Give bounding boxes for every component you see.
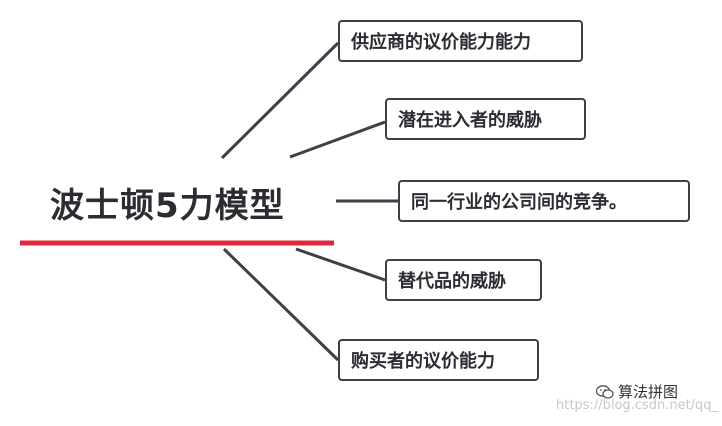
url-watermark: https://blog.csdn.net/qq_ (556, 398, 719, 413)
branch-buyer-bargaining-power: 购买者的议价能力 (338, 339, 539, 381)
wechat-icon (595, 385, 614, 399)
watermark-label: 算法拼图 (618, 383, 679, 401)
center-topic: 波士顿5力模型 (50, 186, 285, 226)
connector-buyers (222, 247, 340, 362)
connector-new-entrants (289, 120, 386, 159)
branch-supplier-bargaining-power: 供应商的议价能力能力 (338, 20, 583, 62)
branch-threat-of-substitutes: 替代品的威胁 (385, 259, 542, 301)
connector-substitutes (295, 247, 386, 282)
branch-threat-of-new-entrants: 潜在进入者的威胁 (385, 98, 586, 140)
connector-supplier (220, 41, 340, 160)
branch-industry-rivalry: 同一行业的公司间的竞争。 (398, 180, 690, 222)
watermark: 算法拼图 (595, 381, 679, 402)
